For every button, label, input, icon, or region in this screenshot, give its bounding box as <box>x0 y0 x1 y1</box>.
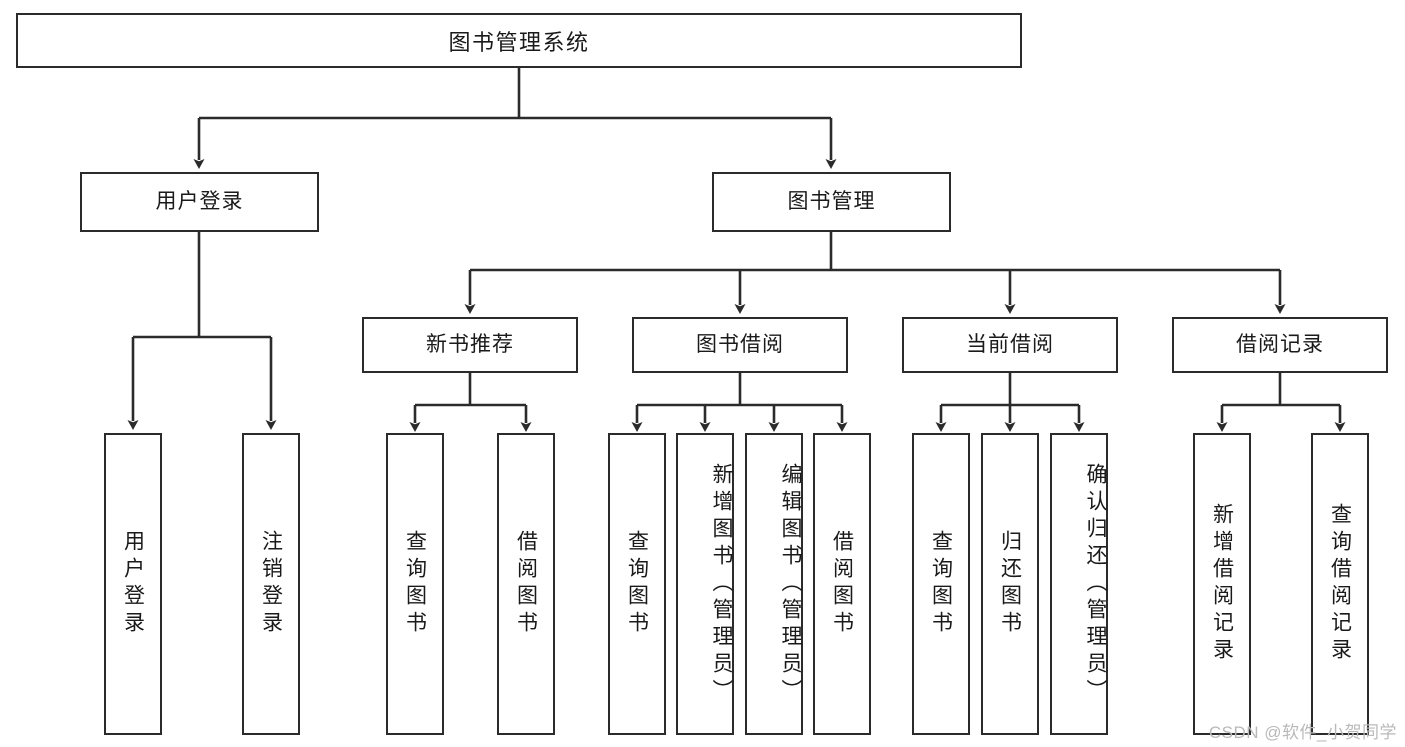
node-leaf-query-book-current[interactable]: 查询图书 <box>912 433 970 735</box>
node-leaf-return-book-label: 归还图书 <box>998 530 1022 638</box>
node-user-login[interactable]: 用户登录 <box>80 172 319 232</box>
node-leaf-query-book-recommend-label: 查询图书 <box>403 530 427 638</box>
node-leaf-logout-label: 注销登录 <box>259 530 283 638</box>
node-leaf-logout[interactable]: 注销登录 <box>242 433 300 735</box>
node-root-label: 图书管理系统 <box>448 29 590 55</box>
node-leaf-add-book[interactable]: 新增图书（管理员） <box>676 433 734 735</box>
node-leaf-borrow-book-recommend-label: 借阅图书 <box>514 530 538 638</box>
node-book-management-label: 图书管理 <box>787 190 876 214</box>
node-leaf-query-borrow-record[interactable]: 查询借阅记录 <box>1311 433 1369 735</box>
node-book-borrow-label: 图书借阅 <box>696 333 784 357</box>
node-leaf-query-book-recommend[interactable]: 查询图书 <box>386 433 444 735</box>
node-borrow-record-label: 借阅记录 <box>1236 333 1324 357</box>
node-book-management[interactable]: 图书管理 <box>712 172 951 232</box>
node-leaf-user-login-label: 用户登录 <box>121 530 145 638</box>
node-leaf-query-book-borrow-label: 查询图书 <box>625 530 649 638</box>
node-leaf-confirm-return[interactable]: 确认归还（管理员） <box>1050 433 1108 735</box>
node-leaf-query-book-borrow[interactable]: 查询图书 <box>608 433 666 735</box>
node-new-book-recommend-label: 新书推荐 <box>426 333 514 357</box>
node-leaf-borrow-book[interactable]: 借阅图书 <box>813 433 871 735</box>
node-leaf-edit-book[interactable]: 编辑图书（管理员） <box>745 433 803 735</box>
node-leaf-borrow-book-recommend[interactable]: 借阅图书 <box>497 433 555 735</box>
node-leaf-add-borrow-record-label: 新增借阅记录 <box>1210 503 1234 665</box>
node-leaf-user-login[interactable]: 用户登录 <box>104 433 162 735</box>
node-new-book-recommend[interactable]: 新书推荐 <box>362 317 578 373</box>
node-leaf-confirm-return-label: 确认归还（管理员） <box>1084 462 1107 706</box>
csdn-watermark: CSDN @软件_小贺同学 <box>1208 723 1397 742</box>
node-leaf-edit-book-label: 编辑图书（管理员） <box>779 462 802 706</box>
node-leaf-return-book[interactable]: 归还图书 <box>981 433 1039 735</box>
node-leaf-add-borrow-record[interactable]: 新增借阅记录 <box>1193 433 1251 735</box>
node-current-borrow-label: 当前借阅 <box>966 333 1054 357</box>
node-user-login-label: 用户登录 <box>155 190 244 214</box>
node-leaf-borrow-book-label: 借阅图书 <box>830 530 854 638</box>
node-borrow-record[interactable]: 借阅记录 <box>1172 317 1388 373</box>
node-leaf-query-book-current-label: 查询图书 <box>929 530 953 638</box>
node-leaf-query-borrow-record-label: 查询借阅记录 <box>1328 503 1352 665</box>
node-root[interactable]: 图书管理系统 <box>16 13 1022 68</box>
node-leaf-add-book-label: 新增图书（管理员） <box>710 462 733 706</box>
node-current-borrow[interactable]: 当前借阅 <box>902 317 1118 373</box>
node-book-borrow[interactable]: 图书借阅 <box>632 317 848 373</box>
